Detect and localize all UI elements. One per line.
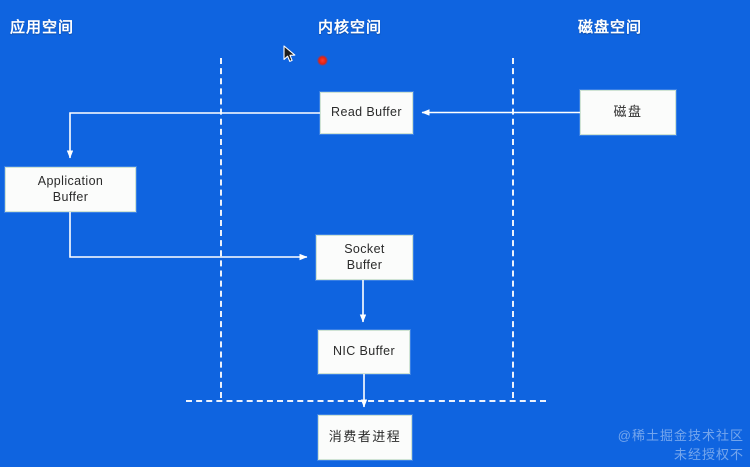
- divider-kernel-disk: [512, 58, 514, 398]
- node-nic-buffer-label: NIC Buffer: [332, 344, 396, 359]
- node-read-buffer-label: Read Buffer: [331, 105, 402, 120]
- edge-read-buffer-to-application-buffer: [66, 112, 320, 159]
- node-consumer-process-label: 消费者进程: [328, 429, 402, 445]
- node-socket-buffer-label: Socket Buffer: [344, 241, 385, 272]
- node-application-buffer-label: Application Buffer: [37, 173, 104, 204]
- node-consumer-process[interactable]: 消费者进程: [318, 415, 412, 460]
- node-nic-buffer[interactable]: NIC Buffer: [318, 330, 410, 374]
- node-socket-buffer[interactable]: Socket Buffer: [316, 235, 413, 280]
- mouse-cursor-icon: [283, 45, 296, 62]
- click-marker-icon: [317, 55, 328, 66]
- edge-application-buffer-to-socket-buffer: [69, 212, 308, 261]
- zone-label-application-space: 应用空间: [10, 19, 75, 36]
- zone-label-disk-space: 磁盘空间: [578, 19, 643, 36]
- watermark-line-2: 未经授权不: [673, 447, 744, 463]
- divider-bottom-horizontal: [186, 400, 546, 402]
- node-read-buffer[interactable]: Read Buffer: [320, 92, 413, 134]
- node-application-buffer[interactable]: Application Buffer: [5, 167, 136, 212]
- zone-label-kernel-space: 内核空间: [318, 19, 383, 36]
- watermark: @稀土掘金技术社区 未经授权不: [618, 427, 744, 465]
- node-disk[interactable]: 磁盘: [580, 90, 676, 135]
- divider-app-kernel: [220, 58, 222, 398]
- node-disk-label: 磁盘: [613, 104, 643, 120]
- watermark-line-1: @稀土掘金技术社区: [617, 428, 744, 444]
